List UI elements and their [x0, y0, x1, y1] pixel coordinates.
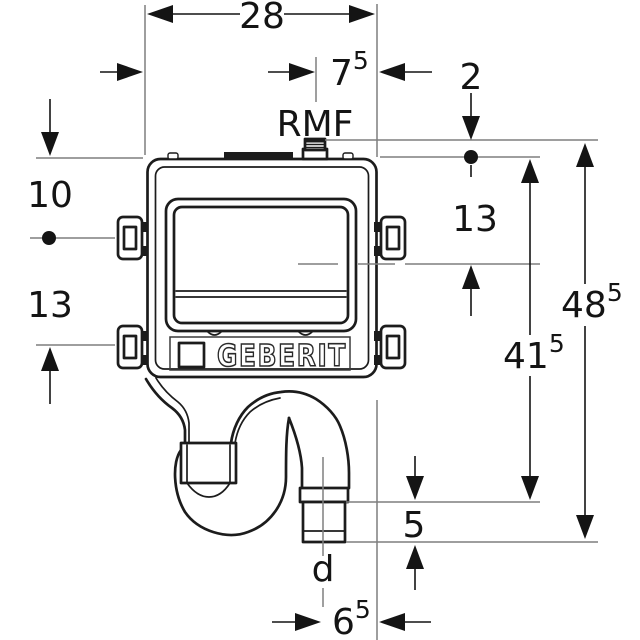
- access-panel-cover: [172, 205, 350, 325]
- arrowhead-right-icon: [117, 63, 143, 81]
- rmf-label: RMF: [277, 104, 354, 145]
- cover-protrusion-value: 2: [460, 57, 483, 98]
- arrowhead-left-icon: [147, 5, 173, 23]
- shell-left-outer: [144, 377, 187, 445]
- arrowhead-down-icon: [41, 132, 59, 156]
- overall-width-value: 28: [239, 0, 285, 37]
- arrowhead-down-icon: [576, 515, 594, 539]
- clip-right-lower: [374, 324, 407, 370]
- dimension-overall-width: 28: [147, 0, 375, 37]
- dip-tube-mouth: [186, 482, 231, 498]
- arrowhead-right-icon: [349, 5, 375, 23]
- arrowhead-left-icon: [379, 613, 405, 631]
- outlet-pipe: [301, 500, 347, 544]
- dimension-dot: [464, 150, 478, 164]
- top-seal-bar: [224, 152, 293, 159]
- arrowhead-up-icon: [576, 143, 594, 167]
- access-panel: [164, 197, 358, 336]
- shell-left-inner: [155, 377, 190, 444]
- left-lower-value: 13: [27, 285, 73, 326]
- trap-arch-inner-wall: [287, 416, 304, 490]
- arrowhead-up-icon: [406, 545, 424, 569]
- arrowhead-up-icon: [41, 347, 59, 371]
- arrowhead-up-icon: [521, 159, 539, 183]
- left-upper-value: 10: [27, 175, 73, 216]
- top-tab-left: [167, 152, 179, 160]
- dimension-right-actuation: 13: [452, 199, 498, 316]
- right-actuation-value: 13: [452, 199, 498, 240]
- arrowhead-left-icon: [379, 63, 405, 81]
- left-edge-marker: [100, 63, 143, 81]
- access-panel-frame: [164, 197, 358, 333]
- dimension-dot: [42, 231, 56, 245]
- outlet-flange: [298, 486, 350, 504]
- brand-logo: GEBERIT: [169, 336, 351, 375]
- rmf-connector: [301, 137, 329, 161]
- trap-assembly: [144, 377, 351, 544]
- outlet-offset-value: 65: [332, 595, 371, 640]
- outlet-diameter-label: d: [312, 549, 335, 590]
- panel-latch-left: [207, 331, 222, 336]
- dimension-outlet-drop: 5: [403, 456, 426, 590]
- dimension-rmf-offset: 75: [268, 46, 432, 94]
- outlet-drop-value: 5: [403, 505, 426, 546]
- trap-u-bend: [173, 416, 291, 537]
- clip-left-lower: [116, 324, 148, 370]
- brand-logo-text: GEBERIT: [217, 339, 347, 374]
- dimension-height-to-flange: 415: [503, 159, 565, 500]
- shell-right-outer: [229, 390, 351, 490]
- fastener-clips: [116, 215, 407, 370]
- arrowhead-up-icon: [462, 265, 480, 289]
- arrowhead-down-icon: [462, 116, 480, 140]
- trap-inlet-nut: [179, 441, 238, 485]
- dimension-overall-height: 485: [561, 143, 623, 539]
- clip-right-upper: [374, 215, 407, 261]
- dimension-left-lower: 13: [27, 285, 73, 404]
- clip-left-upper: [116, 215, 148, 261]
- dimension-cover-protrusion: 2: [460, 57, 483, 177]
- reference-lines: [30, 4, 598, 640]
- top-tab-right: [342, 152, 354, 160]
- logo-band-frame: [169, 336, 351, 371]
- overall-height-value: 485: [561, 278, 623, 326]
- rmf-offset-value: 75: [330, 46, 369, 94]
- cistern-inner-shell: [154, 166, 370, 370]
- panel-latch-right: [298, 331, 313, 336]
- shell-right-inner: [234, 397, 281, 444]
- arrowhead-right-icon: [289, 63, 315, 81]
- cistern-body: GEBERIT: [116, 137, 407, 379]
- logo-square: [177, 341, 206, 369]
- dimension-outlet-offset: 65: [272, 595, 431, 640]
- arrowhead-down-icon: [406, 476, 424, 500]
- arrowhead-right-icon: [295, 613, 321, 631]
- arrowhead-down-icon: [521, 476, 539, 500]
- dimension-left-upper: 10: [27, 99, 73, 245]
- height-to-flange-value: 415: [503, 329, 565, 377]
- rmf-connector-cap: [306, 139, 324, 143]
